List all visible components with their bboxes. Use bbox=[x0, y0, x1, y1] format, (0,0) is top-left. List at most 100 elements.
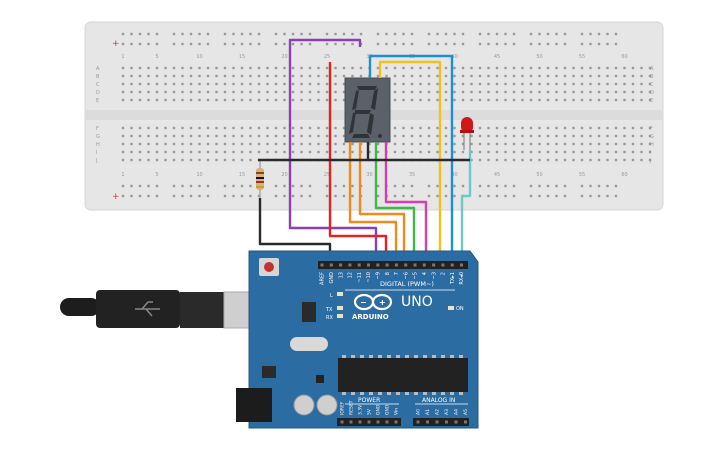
breadboard-hole[interactable] bbox=[291, 134, 295, 138]
rail-hole[interactable] bbox=[189, 32, 193, 36]
breadboard-hole[interactable] bbox=[623, 134, 626, 138]
breadboard-hole[interactable] bbox=[521, 74, 524, 78]
breadboard-hole[interactable] bbox=[589, 134, 592, 138]
breadboard-hole[interactable] bbox=[164, 126, 167, 130]
breadboard-hole[interactable] bbox=[266, 90, 269, 94]
breadboard-hole[interactable] bbox=[640, 98, 643, 102]
breadboard-hole[interactable] bbox=[342, 126, 346, 130]
breadboard-hole[interactable] bbox=[317, 134, 320, 138]
breadboard-hole[interactable] bbox=[181, 158, 184, 162]
breadboard-hole[interactable] bbox=[189, 126, 193, 130]
rail-hole[interactable] bbox=[232, 32, 235, 36]
seven-segment-display[interactable]: 8 bbox=[0, 0, 391, 143]
rail-hole[interactable] bbox=[410, 194, 414, 198]
breadboard-hole[interactable] bbox=[623, 74, 626, 78]
rail-hole[interactable] bbox=[546, 184, 550, 188]
rail-hole[interactable] bbox=[376, 42, 380, 46]
breadboard-hole[interactable] bbox=[274, 90, 278, 94]
breadboard-hole[interactable] bbox=[495, 74, 499, 78]
breadboard-hole[interactable] bbox=[521, 66, 524, 70]
breadboard-hole[interactable] bbox=[181, 98, 184, 102]
rail-hole[interactable] bbox=[589, 32, 592, 36]
breadboard-hole[interactable] bbox=[172, 150, 176, 154]
breadboard-hole[interactable] bbox=[223, 158, 227, 162]
breadboard-hole[interactable] bbox=[257, 74, 261, 78]
digital-pin-hole[interactable] bbox=[329, 263, 333, 267]
rail-hole[interactable] bbox=[121, 184, 125, 188]
breadboard-hole[interactable] bbox=[249, 66, 252, 70]
breadboard-hole[interactable] bbox=[444, 82, 448, 86]
rail-hole[interactable] bbox=[461, 42, 465, 46]
rail-hole[interactable] bbox=[546, 32, 550, 36]
rail-hole[interactable] bbox=[563, 42, 567, 46]
breadboard-hole[interactable] bbox=[172, 126, 176, 130]
rail-hole[interactable] bbox=[495, 194, 499, 198]
breadboard-hole[interactable] bbox=[623, 158, 626, 162]
breadboard-hole[interactable] bbox=[164, 142, 167, 146]
breadboard-hole[interactable] bbox=[538, 142, 541, 146]
rail-hole[interactable] bbox=[606, 32, 609, 36]
rail-hole[interactable] bbox=[147, 32, 150, 36]
breadboard-hole[interactable] bbox=[206, 82, 210, 86]
breadboard-hole[interactable] bbox=[274, 142, 278, 146]
breadboard-hole[interactable] bbox=[640, 66, 643, 70]
breadboard-hole[interactable] bbox=[342, 134, 346, 138]
breadboard-hole[interactable] bbox=[512, 90, 516, 94]
breadboard-hole[interactable] bbox=[631, 142, 635, 146]
power-jack[interactable] bbox=[236, 388, 272, 422]
breadboard-hole[interactable] bbox=[470, 158, 473, 162]
breadboard-hole[interactable] bbox=[640, 134, 643, 138]
breadboard-hole[interactable] bbox=[393, 150, 397, 154]
breadboard-hole[interactable] bbox=[274, 134, 278, 138]
breadboard-hole[interactable] bbox=[640, 126, 643, 130]
breadboard-hole[interactable] bbox=[138, 150, 142, 154]
breadboard-hole[interactable] bbox=[283, 82, 286, 86]
rail-hole[interactable] bbox=[487, 42, 490, 46]
rail-hole[interactable] bbox=[402, 194, 405, 198]
breadboard-hole[interactable] bbox=[223, 90, 227, 94]
rail-hole[interactable] bbox=[478, 32, 482, 36]
digital-pin-hole[interactable] bbox=[413, 263, 417, 267]
rail-hole[interactable] bbox=[121, 42, 125, 46]
breadboard-hole[interactable] bbox=[334, 98, 337, 102]
breadboard-hole[interactable] bbox=[232, 142, 235, 146]
breadboard-hole[interactable] bbox=[283, 134, 286, 138]
breadboard-hole[interactable] bbox=[572, 142, 575, 146]
breadboard-hole[interactable] bbox=[572, 66, 575, 70]
breadboard-hole[interactable] bbox=[546, 74, 550, 78]
breadboard-hole[interactable] bbox=[427, 134, 431, 138]
breadboard-hole[interactable] bbox=[563, 150, 567, 154]
rail-hole[interactable] bbox=[291, 194, 295, 198]
breadboard-hole[interactable] bbox=[402, 134, 405, 138]
breadboard-hole[interactable] bbox=[529, 150, 533, 154]
breadboard-hole[interactable] bbox=[257, 142, 261, 146]
rail-hole[interactable] bbox=[300, 42, 303, 46]
breadboard-hole[interactable] bbox=[291, 126, 295, 130]
rail-hole[interactable] bbox=[453, 194, 456, 198]
breadboard-hole[interactable] bbox=[597, 142, 601, 146]
rail-hole[interactable] bbox=[461, 184, 465, 188]
breadboard-hole[interactable] bbox=[121, 90, 125, 94]
breadboard-hole[interactable] bbox=[410, 142, 414, 146]
breadboard-hole[interactable] bbox=[631, 150, 635, 154]
breadboard-hole[interactable] bbox=[308, 66, 312, 70]
breadboard-hole[interactable] bbox=[138, 74, 142, 78]
breadboard-hole[interactable] bbox=[580, 98, 584, 102]
breadboard-hole[interactable] bbox=[172, 74, 176, 78]
wire-magenta[interactable] bbox=[384, 142, 428, 262]
breadboard-hole[interactable] bbox=[189, 90, 193, 94]
rail-hole[interactable] bbox=[138, 194, 142, 198]
breadboard-hole[interactable] bbox=[453, 82, 456, 86]
rail-hole[interactable] bbox=[495, 42, 499, 46]
rail-hole[interactable] bbox=[589, 42, 592, 46]
power-pin-hole[interactable] bbox=[385, 420, 389, 424]
rail-hole[interactable] bbox=[198, 194, 201, 198]
rail-hole[interactable] bbox=[240, 32, 244, 36]
breadboard-hole[interactable] bbox=[444, 66, 448, 70]
breadboard-hole[interactable] bbox=[189, 98, 193, 102]
rail-hole[interactable] bbox=[538, 194, 541, 198]
digital-pin-hole[interactable] bbox=[450, 263, 454, 267]
breadboard-hole[interactable] bbox=[334, 150, 337, 154]
breadboard-hole[interactable] bbox=[249, 82, 252, 86]
rail-hole[interactable] bbox=[232, 194, 235, 198]
